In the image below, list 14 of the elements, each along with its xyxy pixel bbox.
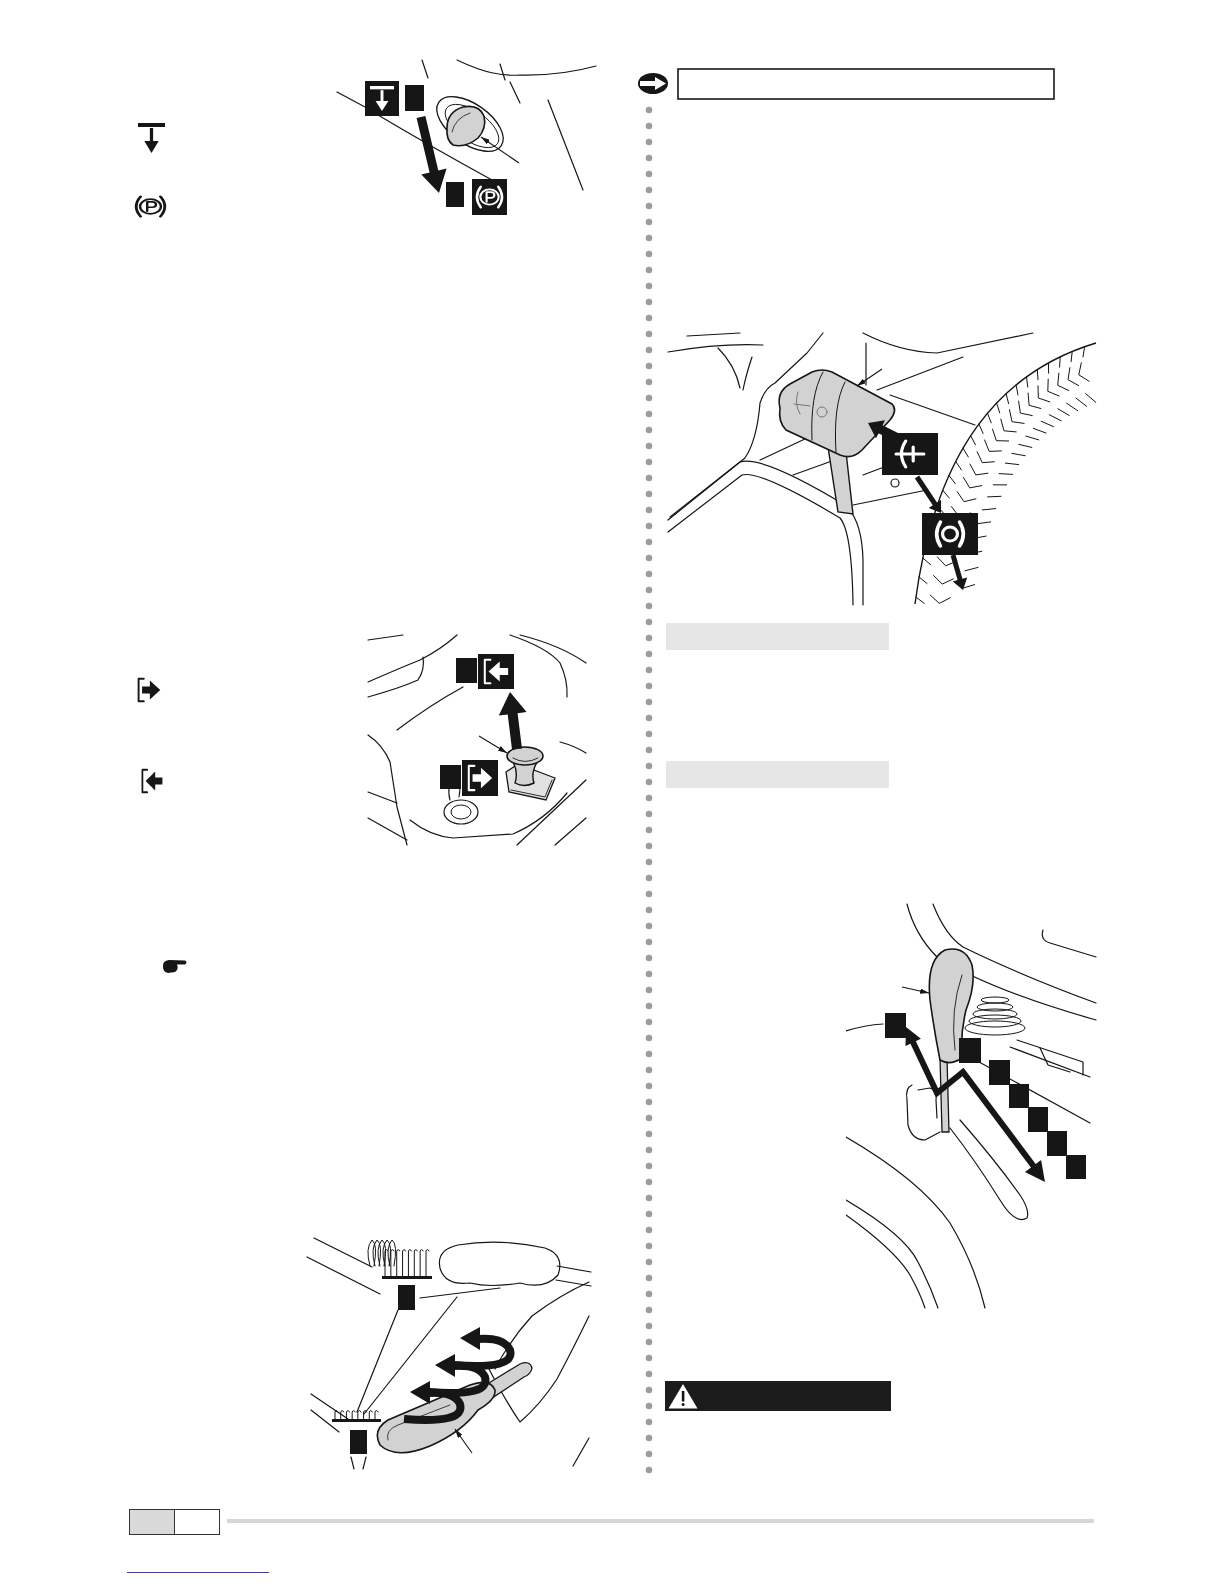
lever — [376, 1362, 533, 1454]
section-band — [666, 761, 889, 788]
warning-band — [665, 1381, 891, 1411]
section-band — [666, 623, 889, 650]
heading-frame — [677, 68, 1055, 100]
leader-line — [478, 735, 508, 754]
knob — [505, 746, 556, 801]
knob — [446, 105, 486, 147]
lever — [928, 948, 974, 1133]
leader-line — [454, 1428, 473, 1454]
leader-line — [901, 986, 930, 994]
leader-line — [480, 136, 520, 164]
pedal — [778, 369, 896, 515]
leader-line — [856, 368, 883, 387]
